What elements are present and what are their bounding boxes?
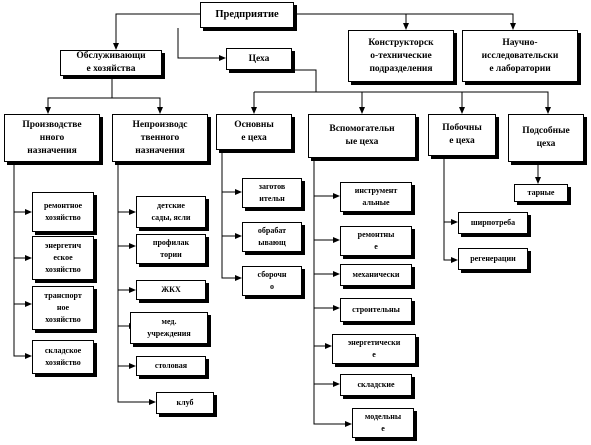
node-club: клуб (156, 392, 214, 414)
node-tool-label: инструмент альные (354, 186, 398, 207)
node-enterprise: Предприятие (200, 2, 294, 28)
node-model: модельны е (352, 408, 414, 438)
node-energy: энергетически е (332, 334, 416, 364)
node-machining-label: обрабат ывающ (257, 226, 287, 247)
node-design-depts-label: Конструкторск о-технические подразделени… (368, 37, 434, 74)
node-model-label: модельны е (364, 412, 402, 433)
node-medical: мед. учреждения (130, 312, 208, 344)
node-auxiliary-shops: Вспомогательн ые цеха (308, 114, 416, 158)
node-medical-label: мед. учреждения (147, 317, 191, 338)
node-warehouse-farm-label: складское хозяйство (44, 346, 82, 367)
node-energy-label: энергетически е (347, 338, 401, 359)
node-assembly-label: сборочн о (257, 270, 287, 291)
node-canteen: столовая (136, 356, 206, 376)
node-club-label: клуб (176, 398, 194, 407)
node-nonproduction-purpose: Непроизводс твенного назначения (112, 114, 208, 162)
node-subsidiary-shops: Подсобные цеха (508, 114, 584, 162)
node-warehouse-label: складские (357, 380, 395, 389)
node-shops-label: Цеха (248, 53, 270, 64)
node-assembly: сборочн о (242, 266, 302, 296)
node-transport-farm-label: транспорт ное хозяйство (44, 291, 82, 324)
node-main-shops-label: Основны е цеха (234, 120, 274, 143)
node-procurement-label: заготов ительн (258, 182, 286, 203)
node-repair: ремонтны е (340, 226, 412, 256)
node-auxiliary-shops-label: Вспомогательн ые цеха (329, 124, 395, 147)
node-housing-label: ЖКХ (161, 285, 181, 294)
node-machining: обрабат ывающ (242, 222, 302, 252)
node-construction: строительны (340, 298, 412, 322)
node-kindergartens-label: детские сады, ясли (151, 201, 191, 222)
node-enterprise-label: Предприятие (215, 9, 279, 20)
node-canteen-label: столовая (154, 361, 188, 370)
node-warehouse-farm: складское хозяйство (32, 340, 94, 374)
node-consumer-goods-label: ширпотреба (470, 218, 516, 227)
node-design-depts: Конструкторск о-технические подразделени… (348, 30, 454, 82)
node-housing: ЖКХ (136, 280, 206, 300)
node-mechanical: механически (340, 264, 412, 286)
node-production-purpose: Производстве нного назначения (4, 114, 100, 162)
node-regeneration-label: регенерации (470, 254, 516, 263)
node-research-labs-label: Научно- исследовательски е лаборатории (481, 37, 559, 74)
node-energy-farm: энергетич еское хозяйство (32, 236, 94, 280)
node-repair-label: ремонтны е (357, 230, 395, 251)
node-sanatoriums: профилак тории (136, 234, 206, 264)
node-construction-label: строительны (352, 305, 400, 314)
node-subsidiary-shops-label: Подсобные цеха (522, 126, 570, 149)
node-tool: инструмент альные (340, 182, 412, 212)
node-procurement: заготов ительн (242, 178, 302, 208)
node-regeneration: регенерации (458, 248, 528, 270)
node-sanatoriums-label: профилак тории (152, 238, 190, 259)
node-transport-farm: транспорт ное хозяйство (32, 286, 94, 330)
node-warehouse: складские (340, 374, 412, 396)
node-repair-farm: ремонтное хозяйство (32, 192, 94, 232)
node-energy-farm-label: энергетич еское хозяйство (44, 241, 82, 274)
node-research-labs: Научно- исследовательски е лаборатории (462, 30, 578, 82)
node-nonproduction-purpose-label: Непроизводс твенного назначения (132, 119, 188, 156)
node-main-shops: Основны е цеха (216, 114, 292, 150)
node-byproduct-shops: Побочны е цеха (428, 114, 496, 156)
node-repair-farm-label: ремонтное хозяйство (43, 201, 83, 222)
node-byproduct-shops-label: Побочны е цеха (442, 123, 482, 146)
node-kindergartens: детские сады, ясли (136, 196, 206, 228)
node-consumer-goods: ширпотреба (458, 212, 528, 234)
node-production-purpose-label: Производстве нного назначения (22, 119, 82, 156)
node-container-label: тарные (527, 188, 555, 197)
node-service-farms-label: Обслуживающи е хозяйства (76, 51, 146, 74)
node-container: тарные (514, 184, 568, 202)
node-shops: Цеха (226, 48, 292, 70)
node-mechanical-label: механически (352, 270, 400, 279)
node-service-farms: Обслуживающи е хозяйства (60, 50, 162, 76)
